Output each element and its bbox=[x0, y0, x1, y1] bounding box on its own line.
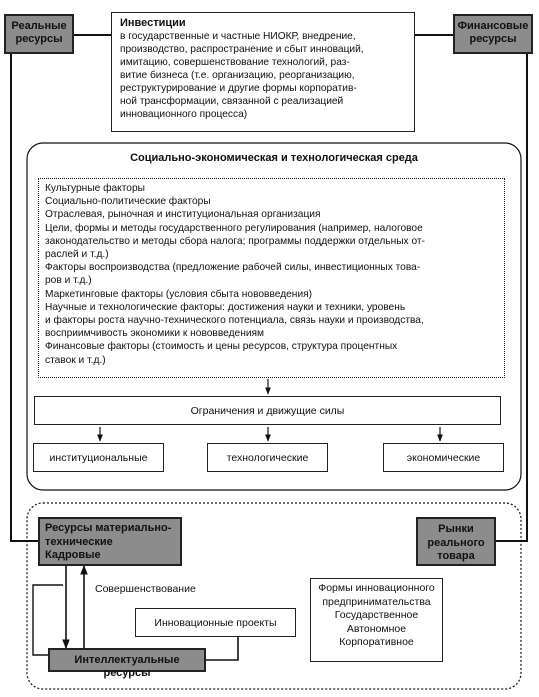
real-resources-box: Реальные ресурсы bbox=[4, 14, 74, 54]
intellectual-resources-label: Интеллектуальные ресурсы bbox=[74, 654, 180, 679]
factors-box: Культурные факторы Социально-политически… bbox=[38, 178, 505, 378]
intellectual-resources-box: Интеллектуальные ресурсы bbox=[48, 648, 206, 679]
material-resources-label: Ресурсы материально- технические Кадровы… bbox=[45, 522, 172, 561]
projects-label: Инновационные проекты bbox=[154, 617, 277, 629]
financial-resources-box: Финансовые ресурсы bbox=[453, 14, 533, 54]
forms-text: Формы инновационного предпринимательства… bbox=[318, 582, 435, 649]
projects-box: Инновационные проекты bbox=[135, 608, 296, 637]
financial-resources-label: Финансовые ресурсы bbox=[457, 20, 529, 45]
material-resources-box: Ресурсы материально- технические Кадровы… bbox=[38, 517, 182, 566]
investments-text: в государственные и частные НИОКР, внедр… bbox=[120, 31, 364, 120]
investments-box: Инвестиции в государственные и частные Н… bbox=[111, 12, 415, 132]
economic-label: экономические bbox=[406, 452, 481, 464]
institutional-label: институциональные bbox=[49, 452, 148, 464]
institutional-box: институциональные bbox=[33, 443, 164, 472]
technological-box: технологические bbox=[207, 443, 328, 472]
markets-label: Рынки реального товара bbox=[427, 523, 485, 562]
real-resources-label: Реальные ресурсы bbox=[11, 20, 67, 45]
improvement-label: Совершенствование bbox=[95, 583, 196, 595]
factors-text: Культурные факторы Социально-политически… bbox=[45, 183, 425, 366]
economic-box: экономические bbox=[383, 443, 504, 472]
technological-label: технологические bbox=[226, 452, 309, 464]
investments-title: Инвестиции bbox=[120, 17, 186, 29]
environment-title: Социально-экономическая и технологическа… bbox=[130, 152, 418, 164]
markets-box: Рынки реального товара bbox=[416, 517, 496, 566]
forms-box: Формы инновационного предпринимательства… bbox=[310, 578, 443, 662]
constraints-box: Ограничения и движущие силы bbox=[34, 396, 501, 425]
constraints-label: Ограничения и движущие силы bbox=[190, 405, 345, 417]
